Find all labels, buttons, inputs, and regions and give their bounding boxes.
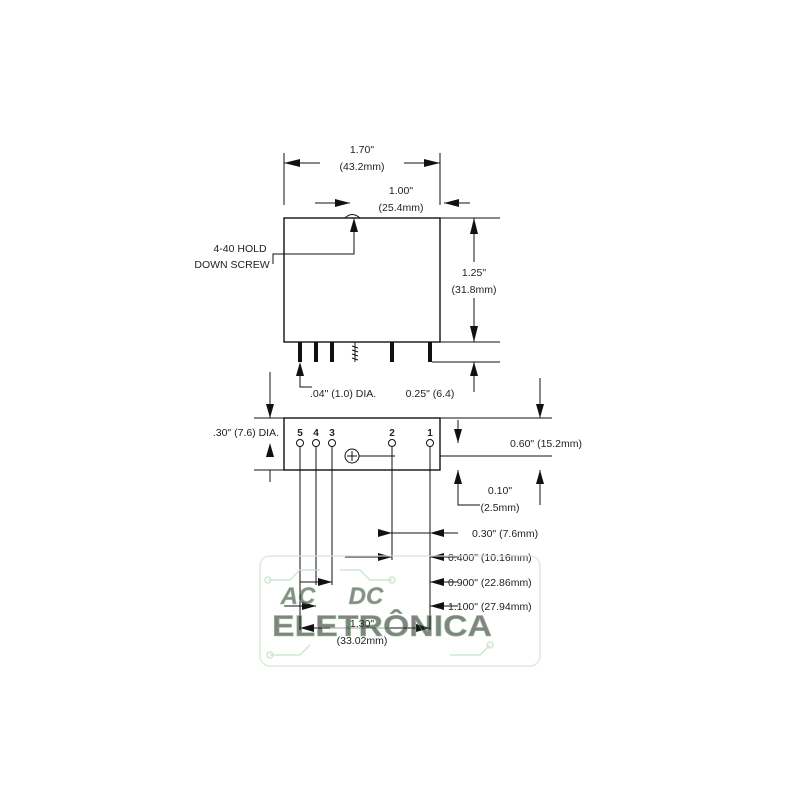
screw-label-line2: DOWN SCREW [194,259,269,271]
screw-offset-dimension: 1.00" (25.4mm) [315,185,470,214]
screw-offset-mm-label: (25.4mm) [379,202,424,214]
screw-offset-in-label: 1.00" [389,185,413,197]
watermark-logo: AC DC ELETRÔNICA [259,555,541,667]
hold-down-screw-head [344,214,361,219]
pitch-label: 0.30" (7.6mm) [472,528,538,540]
pin-lead [298,342,302,362]
pin-hole-2 [388,439,396,447]
screw-symbol [344,448,395,464]
spacing-2-label: 0.900" (22.86mm) [448,577,532,589]
pin-numbers: 5 4 3 2 1 [297,428,433,439]
spacing-3-dimension: 1.100" (27.94mm) [284,601,532,613]
edge-mm-label: (2.5mm) [480,502,519,514]
pitch-dimension: 0.30" (7.6mm) [378,528,538,540]
pin-diameter-leader: .04" (1.0) DIA. [296,362,376,400]
pin-hole-1 [426,439,434,447]
watermark-brand: ELETRÔNICA [272,609,492,643]
depth-label: 0.60" (15.2mm) [510,438,582,450]
screw-thread [351,342,359,362]
pin-hole-5 [296,439,304,447]
height-mm-label: (31.8mm) [452,284,497,296]
screw-leader: 4-40 HOLD DOWN SCREW [194,218,358,271]
bottom-view: 5 4 3 2 1 .30" (7.6) DIA. [213,372,582,649]
hole-dia-dimension: .30" (7.6) DIA. [213,372,284,482]
pin-hole-4 [312,439,320,447]
pin-number: 2 [389,428,395,439]
relay-body-side [283,217,441,343]
spacing-1-dimension: 0.400" (10.16mm) [345,552,532,564]
pin-lead [390,342,394,362]
pin-number: 1 [427,428,433,439]
depth-dimension: 0.60" (15.2mm) [440,378,582,505]
spacing-3-label: 1.100" (27.94mm) [448,601,532,613]
pin-dia-label: .04" (1.0) DIA. [310,388,376,400]
pin-holes [296,439,434,447]
pin-number: 3 [329,428,335,439]
width-dimension: 1.70" (43.2mm) [283,140,441,205]
pin-extension-lines [299,447,431,630]
pin-length-label: 0.25" (6.4) [406,388,455,400]
circuit-traces [264,569,494,659]
edge-dimension: 0.10" (2.5mm) [454,420,520,514]
pin-lead [428,342,432,362]
height-in-label: 1.25" [462,267,486,279]
pin-number: 5 [297,428,303,439]
span-mm-label: (33.02mm) [337,635,388,647]
relay-body-bottom [283,417,441,471]
pin-length-dimension: 0.25" (6.4) [406,361,500,400]
height-dimension: 1.25" (31.8mm) [440,217,500,343]
spacing-2-dimension: 0.900" (22.86mm) [300,577,532,589]
pin-hole-3 [328,439,336,447]
screw-label-line1: 4-40 HOLD [213,243,267,255]
edge-in-label: 0.10" [488,485,512,497]
pin-leads [298,342,432,362]
watermark-frame [259,555,541,667]
width-in-label: 1.70" [350,144,374,156]
span-dimension: 1.30" (33.02mm) [300,615,430,649]
pin-number: 4 [313,428,319,439]
span-in-label: 1.30" [350,618,374,630]
pin-lead [330,342,334,362]
pin-lead [314,342,318,362]
top-view: 1.70" (43.2mm) 1.00" (25.4mm) 4-40 HOLD … [194,140,500,400]
watermark-dc: DC [349,583,384,610]
watermark-ac: AC [280,583,316,610]
spacing-1-label: 0.400" (10.16mm) [448,552,532,564]
width-mm-label: (43.2mm) [340,161,385,173]
hole-dia-label: .30" (7.6) DIA. [213,427,279,439]
